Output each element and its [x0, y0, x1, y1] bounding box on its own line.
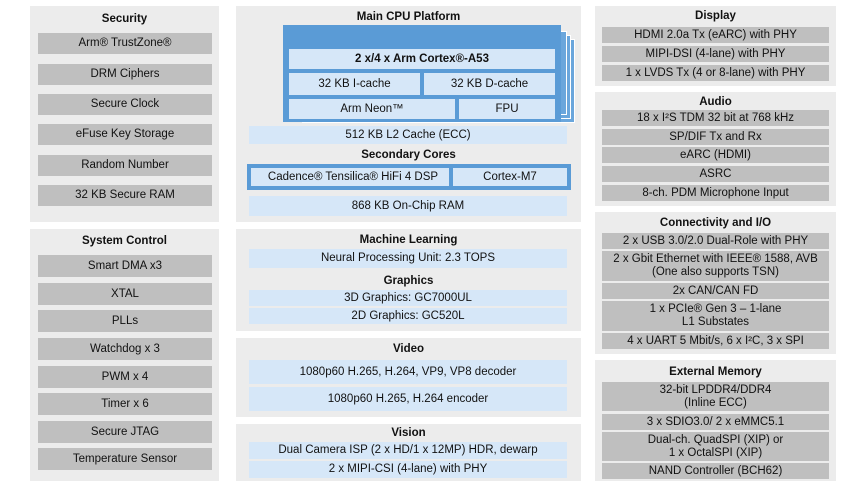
vision-panel: Vision Dual Camera ISP (2 x HD/1 x 12MP)…	[236, 424, 581, 481]
conn-item-pcie: 1 x PCIe® Gen 3 – 1-lane L1 Substates	[602, 301, 829, 331]
sysctl-item-temp: Temperature Sensor	[38, 448, 212, 470]
graphics-title: Graphics	[383, 275, 434, 287]
mem-item-nand: NAND Controller (BCH62)	[602, 463, 829, 479]
display-item-hdmi: HDMI 2.0a Tx (eARC) with PHY	[602, 27, 829, 43]
vision-title: Vision	[391, 427, 426, 439]
conn-item-uart: 4 x UART 5 Mbit/s, 6 x I²C, 3 x SPI	[602, 333, 829, 349]
sysctl-item-watchdog: Watchdog x 3	[38, 338, 212, 360]
gfx-3d: 3D Graphics: GC7000UL	[249, 290, 567, 306]
cpu-title: Main CPU Platform	[356, 11, 461, 23]
onchip-ram: 868 KB On-Chip RAM	[249, 196, 567, 216]
sysctl-item-timer: Timer x 6	[38, 393, 212, 415]
mem-item-qspi: Dual-ch. QuadSPI (XIP) or 1 x OctalSPI (…	[602, 432, 829, 461]
security-title: Security	[101, 13, 148, 25]
cortex-m7: Cortex-M7	[453, 168, 567, 186]
m7-frame: Cortex-M7	[449, 164, 571, 190]
security-item-drm: DRM Ciphers	[38, 64, 212, 85]
connectivity-title: Connectivity and I/O	[659, 217, 772, 229]
audio-item-asrc: ASRC	[602, 166, 829, 182]
security-item-efuse: eFuse Key Storage	[38, 124, 212, 145]
display-item-mipi-dsi: MIPI-DSI (4-lane) with PHY	[602, 46, 829, 62]
video-encoder: 1080p60 H.265, H.264 encoder	[249, 387, 567, 411]
sysctl-item-dma: Smart DMA x3	[38, 255, 212, 277]
vision-isp: Dual Camera ISP (2 x HD/1 x 12MP) HDR, d…	[249, 442, 567, 459]
icache: 32 KB I-cache	[289, 73, 420, 95]
core-label-text: 2 x/4 x Arm Cortex®-A53	[355, 53, 489, 65]
neon: Arm Neon™	[289, 99, 455, 119]
sysctl-item-xtal: XTAL	[38, 283, 212, 305]
gfx-2d: 2D Graphics: GC520L	[249, 308, 567, 324]
secondary-cores-title: Secondary Cores	[361, 149, 456, 161]
memory-title: External Memory	[669, 366, 762, 378]
audio-panel: Audio 18 x I²S TDM 32 bit at 768 kHz SP/…	[595, 92, 836, 206]
audio-item-i2s: 18 x I²S TDM 32 bit at 768 kHz	[602, 110, 829, 126]
system-control-panel: System Control Smart DMA x3 XTAL PLLs Wa…	[30, 229, 219, 481]
ml-title: Machine Learning	[359, 234, 458, 246]
fpu: FPU	[459, 99, 555, 119]
conn-item-usb: 2 x USB 3.0/2.0 Dual-Role with PHY	[602, 233, 829, 249]
audio-item-pdm: 8-ch. PDM Microphone Input	[602, 185, 829, 201]
display-item-lvds: 1 x LVDS Tx (4 or 8-lane) with PHY	[602, 65, 829, 81]
video-decoder: 1080p60 H.265, H.264, VP9, VP8 decoder	[249, 360, 567, 384]
security-item-clock: Secure Clock	[38, 94, 212, 115]
audio-item-spdif: SP/DIF Tx and Rx	[602, 129, 829, 145]
sysctl-item-plls: PLLs	[38, 310, 212, 332]
display-title: Display	[695, 10, 736, 22]
cpu-panel: Main CPU Platform 2 x/4 x Arm Cortex®-A5…	[236, 6, 581, 222]
l2-cache: 512 KB L2 Cache (ECC)	[249, 126, 567, 144]
security-item-random: Random Number	[38, 155, 212, 176]
audio-title: Audio	[699, 96, 732, 108]
core-label: 2 x/4 x Arm Cortex®-A53	[289, 49, 555, 69]
core-block: 2 x/4 x Arm Cortex®-A53 32 KB I-cache 32…	[283, 25, 561, 122]
dsp-frame: Cadence® Tensilica® HiFi 4 DSP	[247, 164, 459, 190]
npu: Neural Processing Unit: 2.3 TOPS	[249, 249, 567, 268]
connectivity-panel: Connectivity and I/O 2 x USB 3.0/2.0 Dua…	[595, 212, 836, 354]
security-item-trustzone: Arm® TrustZone®	[38, 33, 212, 54]
audio-item-earc: eARC (HDMI)	[602, 147, 829, 163]
security-panel: Security Arm® TrustZone® DRM Ciphers Sec…	[30, 6, 219, 222]
hifi-dsp: Cadence® Tensilica® HiFi 4 DSP	[251, 168, 455, 186]
conn-item-can: 2x CAN/CAN FD	[602, 283, 829, 299]
security-item-ram: 32 KB Secure RAM	[38, 185, 212, 206]
sysctl-item-pwm: PWM x 4	[38, 366, 212, 388]
ml-panel: Machine Learning Neural Processing Unit:…	[236, 229, 581, 331]
sysctl-item-jtag: Secure JTAG	[38, 421, 212, 443]
conn-item-ethernet: 2 x Gbit Ethernet with IEEE® 1588, AVB (…	[602, 251, 829, 281]
video-panel: Video 1080p60 H.265, H.264, VP9, VP8 dec…	[236, 338, 581, 417]
mem-item-lpddr4: 32-bit LPDDR4/DDR4 (Inline ECC)	[602, 382, 829, 411]
mem-item-sdio: 3 x SDIO3.0/ 2 x eMMC5.1	[602, 414, 829, 430]
display-panel: Display HDMI 2.0a Tx (eARC) with PHY MIP…	[595, 6, 836, 86]
memory-panel: External Memory 32-bit LPDDR4/DDR4 (Inli…	[595, 360, 836, 481]
video-title: Video	[392, 343, 425, 355]
dcache: 32 KB D-cache	[424, 73, 555, 95]
system-control-title: System Control	[82, 235, 167, 247]
vision-csi: 2 x MIPI-CSI (4-lane) with PHY	[249, 461, 567, 478]
